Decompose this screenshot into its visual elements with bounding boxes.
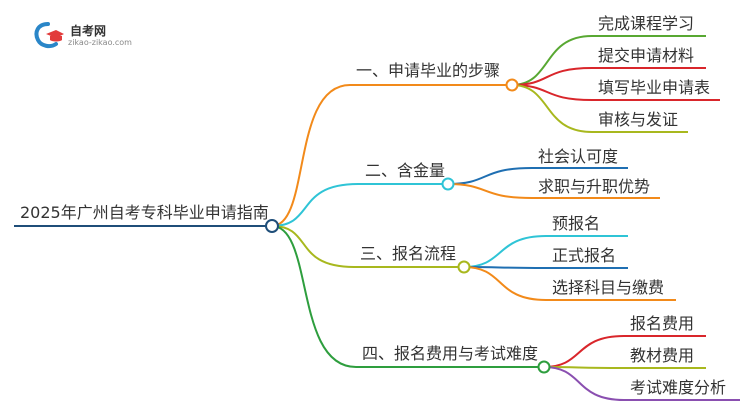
branch-connector-3 [271, 225, 357, 368]
leaf-connector-2-2 [463, 266, 547, 301]
leaf-connector-1-0 [447, 167, 533, 185]
branch-node-2 [457, 260, 471, 274]
branch-node-1 [441, 177, 455, 191]
root-node [265, 219, 279, 233]
branch-connector-0 [271, 84, 351, 227]
leaf-connector-2-0 [463, 235, 547, 268]
leaf-connector-0-0 [511, 35, 593, 86]
branch-label-value: 二、含金量 [365, 161, 446, 180]
leaf-label-submit-materials: 提交申请材料 [598, 46, 695, 65]
branch-label-fees-and-difficulty: 四、报名费用与考试难度 [362, 344, 539, 363]
leaf-label-pre-registration: 预报名 [552, 214, 601, 233]
leaf-label-career-advantage: 求职与升职优势 [538, 177, 651, 196]
leaf-label-formal-registration: 正式报名 [552, 246, 617, 265]
root-topic-label: 2025年广州自考专科毕业申请指南 [20, 203, 269, 222]
leaf-label-select-subjects-pay: 选择科目与缴费 [552, 278, 665, 297]
leaf-connector-3-2 [543, 366, 625, 401]
logo-subtitle: zikao-zikao.com [68, 38, 132, 47]
branch-connector-2 [271, 225, 355, 268]
leaf-label-exam-difficulty: 考试难度分析 [630, 378, 727, 397]
leaf-label-textbook-fee: 教材费用 [630, 346, 695, 365]
leaf-label-complete-courses: 完成课程学习 [598, 14, 695, 33]
logo-title: 自考网 [70, 24, 107, 38]
leaf-label-review-issue: 审核与发证 [598, 110, 679, 129]
leaf-connector-0-1 [511, 67, 593, 86]
branch-connector-1 [271, 183, 359, 227]
leaf-connector-0-3 [511, 84, 593, 133]
graduation-cap-icon [34, 22, 64, 49]
site-logo[interactable]: 自考网 zikao-zikao.com [32, 20, 142, 50]
branch-label-registration-process: 三、报名流程 [360, 244, 457, 263]
leaf-label-social-recognition: 社会认可度 [538, 147, 619, 166]
leaf-label-fill-form: 填写毕业申请表 [598, 78, 711, 97]
branch-node-0 [505, 78, 519, 92]
leaf-label-registration-fee: 报名费用 [630, 314, 695, 333]
branch-label-graduation-steps: 一、申请毕业的步骤 [356, 61, 501, 80]
branch-node-3 [537, 360, 551, 374]
leaf-connector-1-1 [447, 183, 533, 199]
leaf-connector-3-0 [543, 335, 625, 368]
